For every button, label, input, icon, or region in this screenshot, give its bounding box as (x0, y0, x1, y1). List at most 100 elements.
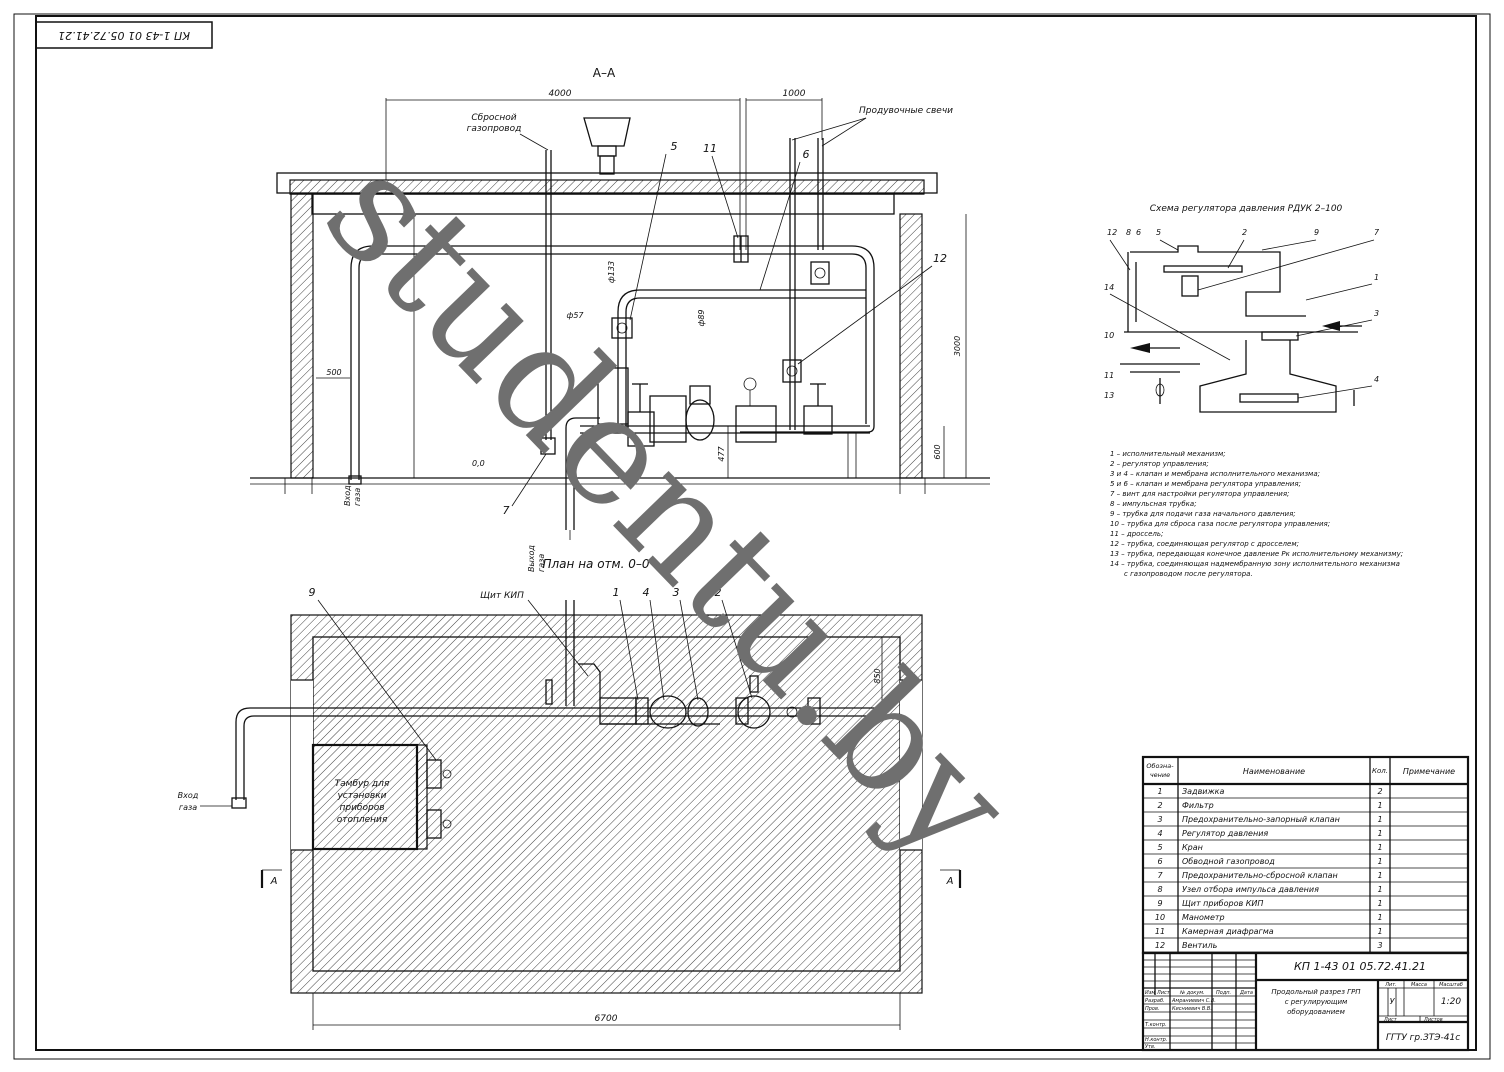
spec-cell-qty: 1 (1377, 871, 1382, 880)
tb-sheet-label: Лист (1383, 1017, 1398, 1023)
spec-cell-qty: 1 (1377, 857, 1382, 866)
callout-6: 6 (803, 148, 810, 161)
spec-cell-name: Манометр (1182, 913, 1225, 922)
outer-frame (13, 13, 1491, 1060)
tb-role-checker: Пров. (1145, 1006, 1160, 1012)
callout-12: 12 (933, 252, 947, 265)
tb-col-izm: Изм (1145, 990, 1155, 996)
spec-header-designation-2: чение (1150, 771, 1170, 779)
tb-name-checker: Кисниевич В.В. (1172, 1006, 1212, 1012)
legend-line: 13 – трубка, передающая конечное давлени… (1110, 550, 1403, 558)
tb-sheets-label: Листов (1423, 1017, 1443, 1023)
scheme-legend: 1 – исполнительный механизм; 2 – регулят… (1110, 450, 1403, 578)
spec-cell-name: Задвижка (1182, 787, 1225, 796)
scheme-num-12: 12 (1107, 228, 1117, 237)
scheme-num-10: 10 (1104, 331, 1114, 340)
plan-callout-9: 9 (309, 586, 316, 599)
plan-callout-3: 3 (673, 586, 680, 599)
tb-name-developer: Амраниевич С.В. (1171, 998, 1216, 1004)
tb-role-approve: Утв. (1145, 1044, 1156, 1050)
spec-cell-qty: 3 (1377, 941, 1382, 950)
scheme-num-6: 6 (1136, 228, 1141, 237)
spec-cell-designation: 2 (1157, 801, 1162, 810)
scheme-title: Схема регулятора давления РДУК 2–100 (1150, 204, 1343, 214)
spec-cell-qty: 1 (1377, 899, 1382, 908)
spec-cell-name: Вентиль (1182, 941, 1218, 950)
spec-cell-qty: 1 (1377, 801, 1382, 810)
plan-callout-4: 4 (643, 586, 650, 599)
spec-cell-name: Обводной газопровод (1182, 857, 1275, 866)
spec-cell-designation: 7 (1157, 871, 1163, 880)
callout-5: 5 (671, 140, 678, 153)
spec-cell-designation: 4 (1157, 829, 1162, 838)
dim-850: 850 (873, 668, 882, 683)
plan-view: План на отм. 0–0 Тамбур для установки пр… (178, 557, 962, 1030)
spec-cell-designation: 10 (1155, 913, 1165, 922)
tb-role-developer: Разраб. (1145, 998, 1165, 1004)
spec-cell-qty: 1 (1377, 829, 1382, 838)
scheme-num-13: 13 (1104, 391, 1114, 400)
spec-cell-name: Камерная диафрагма (1182, 927, 1274, 936)
scheme-num-1: 1 (1374, 273, 1379, 282)
legend-line: 11 – дроссель; (1110, 530, 1163, 538)
spec-cell-name: Кран (1182, 843, 1203, 852)
legend-line: 9 – трубка для подачи газа начального да… (1110, 510, 1296, 518)
spec-cell-qty: 2 (1377, 787, 1382, 796)
legend-line: 2 – регулятор управления; (1110, 460, 1209, 468)
inner-frame (35, 15, 1477, 1051)
callout-7: 7 (503, 504, 510, 517)
dim-4000: 4000 (549, 89, 572, 99)
plan-inlet-line2: газа (179, 803, 197, 812)
label-outlet-line2: газа (537, 554, 546, 572)
spec-cell-designation: 8 (1157, 885, 1162, 894)
legend-line: 7 – винт для настройки регулятора управл… (1110, 490, 1289, 498)
legend-line: 12 – трубка, соединяющая регулятор с дро… (1110, 540, 1299, 548)
scheme-num-3: 3 (1374, 309, 1379, 318)
spec-cell-name: Щит приборов КИП (1182, 899, 1263, 908)
tb-col-date: Дата (1239, 990, 1253, 996)
scheme-num-14: 14 (1104, 283, 1114, 292)
legend-line: 8 – импульсная трубка; (1110, 500, 1197, 508)
spec-cell-qty: 1 (1377, 843, 1382, 852)
legend-line: 10 – трубка для сброса газа после регуля… (1110, 520, 1330, 528)
title-block: Изм Лист № докум. Подп. Дата Разраб. Про… (1141, 951, 1470, 1052)
tb-lit-value: У (1390, 997, 1396, 1006)
label-vent-line2: газопровод (467, 124, 522, 134)
section-mark-left: А (270, 876, 278, 887)
top-stamp: КП 1-43 01 05.72.41.21 (35, 21, 213, 49)
tb-scale-value: 1:20 (1441, 997, 1461, 1007)
spec-header-qty: Кол. (1372, 767, 1388, 775)
spec-cell-designation: 1 (1157, 787, 1162, 796)
label-kip: Щит КИП (480, 591, 524, 601)
section-title: А–А (593, 66, 616, 80)
spec-cell-designation: 9 (1157, 899, 1162, 908)
plan-inlet-line1: Вход (178, 791, 199, 800)
dim-d57: ф57 (566, 311, 584, 320)
dim-500: 500 (326, 368, 341, 377)
level-00: 0,0 (472, 459, 485, 468)
spec-header-designation-1: Обозна- (1146, 762, 1174, 770)
tb-title-line1: Продольный разрез ГРП (1271, 988, 1361, 996)
dim-d133: ф133 (607, 261, 616, 283)
tambur-line1: Тамбур для (335, 779, 390, 789)
tb-col-doc: № докум. (1179, 990, 1205, 996)
plan-callout-2: 2 (715, 586, 722, 599)
spec-cell-qty: 1 (1377, 815, 1382, 824)
tb-title-line2: с регулирующим (1285, 998, 1348, 1006)
spec-cell-qty: 1 (1377, 913, 1382, 922)
spec-cell-name: Регулятор давления (1182, 829, 1268, 838)
scheme-num-7: 7 (1374, 228, 1380, 237)
legend-line: 14 – трубка, соединяющая надмембранную з… (1110, 560, 1400, 568)
spec-cell-name: Предохранительно-сбросной клапан (1182, 871, 1338, 880)
dim-600: 600 (933, 444, 942, 459)
tb-col-list: Лист (1156, 990, 1171, 996)
scheme-num-2: 2 (1242, 228, 1247, 237)
callout-11: 11 (703, 142, 717, 155)
tambur-line3: приборов (339, 803, 384, 813)
spec-cell-designation: 3 (1157, 815, 1162, 824)
spec-cell-designation: 5 (1157, 843, 1162, 852)
dim-477: 477 (717, 445, 726, 461)
spec-header-name: Наименование (1243, 767, 1305, 776)
dim-3000: 3000 (953, 336, 962, 356)
spec-cell-qty: 1 (1377, 927, 1382, 936)
